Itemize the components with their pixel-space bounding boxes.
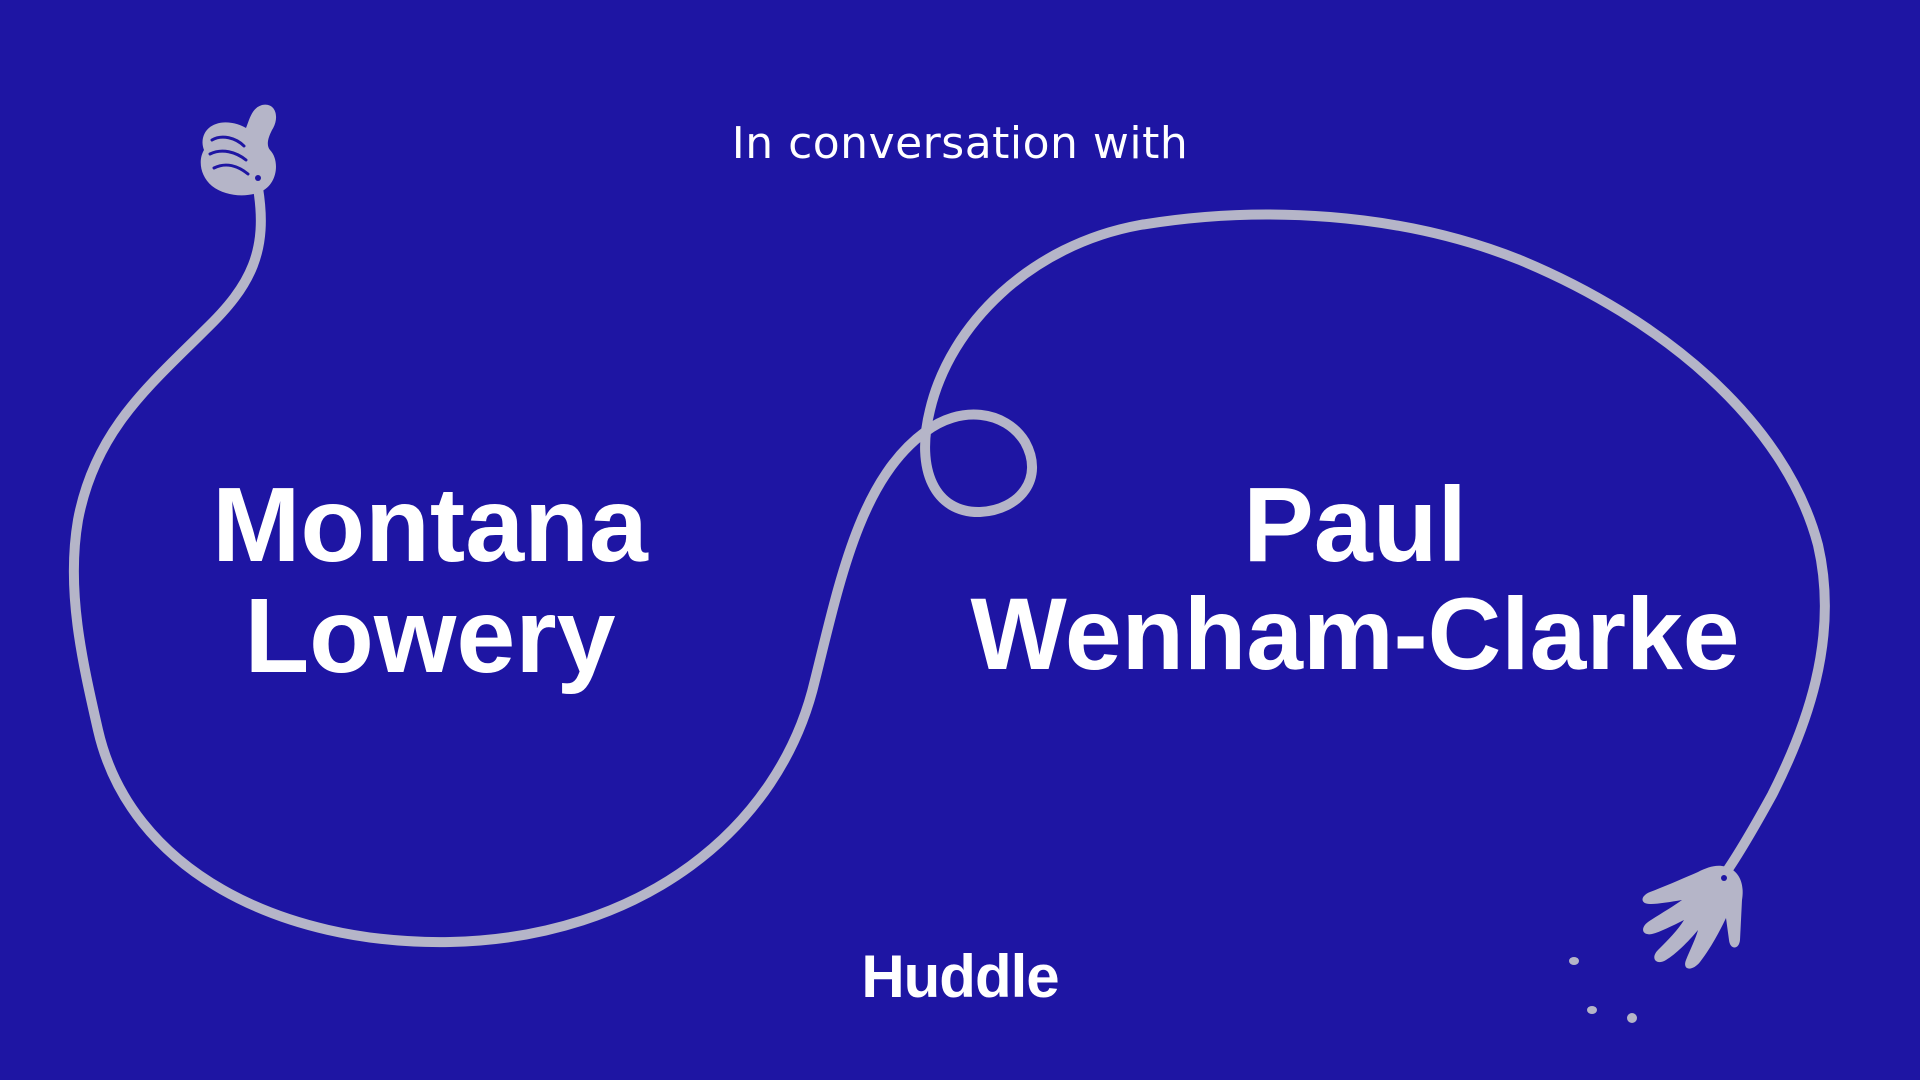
- guest-left-first-name: Montana: [212, 466, 648, 584]
- guest-name-left: Montana Lowery: [140, 466, 720, 696]
- open-hand-icon: [1569, 865, 1743, 1023]
- thumbs-up-hand-icon: [200, 104, 277, 196]
- guest-left-last-name: Lowery: [244, 577, 616, 696]
- subtitle: In conversation with: [731, 118, 1189, 169]
- huddle-logo: Huddle: [861, 943, 1059, 1010]
- rope-line: [68, 183, 1830, 948]
- guest-right-last-name: Wenham-Clarke: [970, 577, 1740, 692]
- guest-right-first-name: Paul: [1243, 466, 1467, 584]
- guest-name-right: Paul Wenham-Clarke: [950, 466, 1760, 692]
